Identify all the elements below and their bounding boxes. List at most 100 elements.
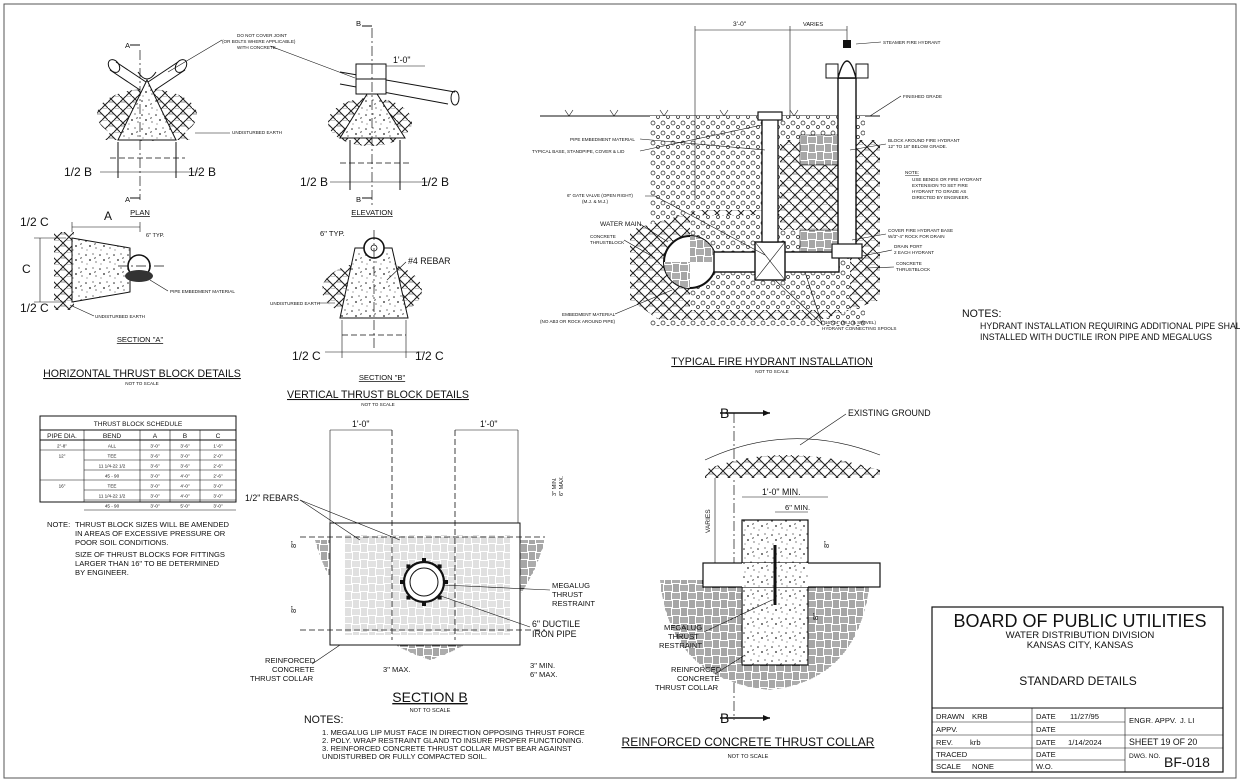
hydrant-note-label: NOTE: (905, 170, 919, 175)
hydrant-spools-1: 16"-24" (M.J. & SWIVEL) (825, 320, 876, 325)
megalug-bolt (422, 602, 426, 606)
section-b-notes: NOTES: 1. MEGALUG LIP MUST FACE IN DIREC… (304, 714, 585, 761)
section-a-dim-a: A (104, 209, 112, 223)
title-date-3: 1/14/2024 (1068, 738, 1102, 747)
schedule-cell: 3'-6" (180, 444, 190, 449)
schedule-header-cell: B (183, 433, 188, 440)
collar-b-bottom: B (720, 710, 729, 726)
schedule-cell: 4'-0" (180, 494, 190, 499)
elevation-view: B B 1'-0" 1/2 B 1/2 B ELEVATION (300, 19, 460, 217)
schedule-cell: 3'-0" (150, 444, 160, 449)
schedule-cell: TEE (108, 484, 117, 489)
plan-half-b-right: 1/2 B (188, 165, 216, 179)
fire-hydrant-view: 3'-0" VARIES STEAMER FIRE HYDRANT FINISH… (532, 21, 982, 374)
hydrant-concrete-tb2-2: THRUSTBLOCK (896, 267, 931, 272)
collar-varies: VARIES (705, 509, 712, 533)
section-a-half-c-top: 1/2 C (20, 215, 49, 229)
plan-half-b-left: 1/2 B (64, 165, 92, 179)
title-scale-label: SCALE (936, 762, 961, 771)
schedule-cell: 2'-0" (213, 454, 223, 459)
plan-section-a-top: A (125, 41, 131, 50)
section-b-notes-line-3: 3. REINFORCED CONCRETE THRUST COLLAR MUS… (322, 744, 572, 753)
schedule-cell: 5'-0" (180, 504, 190, 509)
plan-note-line-1: DO NOT COVER JOINT (237, 33, 287, 38)
schedule-cell: 3'-6" (150, 454, 160, 459)
collar-megalug-1: MEGALUG (664, 623, 702, 632)
hydrant-embed-mat-1: EMBEDMENT MATERIAL (562, 312, 616, 317)
hydrant-title: TYPICAL FIRE HYDRANT INSTALLATION (671, 356, 873, 368)
section-b-eight-2: 8" (289, 606, 298, 613)
title-drawn-value: KRB (972, 712, 988, 721)
schedule-cell: 3'-0" (213, 504, 223, 509)
thrust-collar-view: B B EXISTING GROUND VARIES 1'-0" MIN. 6"… (622, 405, 931, 760)
section-b-small-rebar: #4 REBAR (408, 256, 451, 266)
schedule-note-line-6: BY ENGINEER. (75, 568, 129, 577)
hydrant-note-3: HYDRANT TO GRADE AS (912, 189, 966, 194)
hydrant-concrete-tb-2: THRUSTBLOCK (590, 240, 625, 245)
schedule-cell: 3'-0" (150, 474, 160, 479)
schedule-cell: 45 - 90 (105, 504, 120, 509)
megalug-bolt (437, 595, 442, 600)
hydrant-note-1: USE BENDS OR FIRE HYDRANT (912, 177, 982, 182)
hydrant-block-around-1: BLOCK AROUND FIRE HYDRANT (888, 138, 960, 143)
section-a-half-c-bottom: 1/2 C (20, 301, 49, 315)
section-b-view: 1'-0" 1'-0" 1/2" REBARS 3" MIN. 6" MAX. … (245, 419, 595, 714)
schedule-cell: 3'-6" (180, 464, 190, 469)
collar-eight-2: 8" (811, 613, 820, 620)
section-b-max3: 3" MAX. (383, 665, 411, 674)
section-b-notes-label: NOTES: (304, 714, 343, 726)
hydrant-note-4: DIRECTED BY ENGINEER. (912, 195, 969, 200)
plan-note-line-2: (OR BOLTS WHERE APPLICABLE) (222, 39, 296, 44)
elevation-half-b-left: 1/2 B (300, 175, 328, 189)
schedule-note-line-5: LARGER THAN 16" TO BE DETERMINED (75, 559, 220, 568)
section-b-bottom-max: 6" MAX. (530, 670, 558, 679)
section-b-megalug-3: RESTRAINT (552, 599, 595, 608)
title-city: KANSAS CITY, KANSAS (1027, 640, 1133, 651)
hydrant-dim-1: 3'-0" (733, 21, 747, 28)
section-b-small-half-c-left: 1/2 C (292, 349, 321, 363)
hydrant-nts: NOT TO SCALE (755, 369, 788, 374)
hydrant-spools-2: HYDRANT CONNECTING SPOOLS (822, 326, 896, 331)
section-b-notes-line-4: UNDISTURBED OR FULLY COMPACTED SOIL. (322, 752, 487, 761)
collar-dim-min: 1'-0" MIN. (762, 487, 801, 497)
title-sheet-no: SHEET 19 OF 20 (1129, 737, 1197, 747)
section-b-collar-1: REINFORCED (265, 656, 316, 665)
horizontal-details-nts: NOT TO SCALE (125, 381, 158, 386)
section-b-dim-1: 1'-0" (352, 419, 370, 429)
section-b-small-view: 6" TYP. #4 REBAR UNDISTURBED EARTH 1/2 C… (270, 229, 451, 382)
elevation-title: ELEVATION (351, 208, 393, 217)
elevation-section-b-bottom: B (356, 195, 361, 204)
collar-b-top: B (720, 405, 729, 421)
title-engr-value: J. LI (1180, 716, 1194, 725)
schedule-note: NOTE: THRUST BLOCK SIZES WILL BE AMENDED… (47, 520, 230, 577)
section-a-typ: 6" TYP. (146, 233, 165, 239)
section-b-ductile-1: 6" DUCTILE (532, 619, 580, 629)
schedule-cell: 4'-0" (180, 474, 190, 479)
section-a-view: A 1/2 C C 1/2 C 6" TYP. PIPE EMBEDMENT M… (20, 209, 235, 344)
section-a-title: SECTION "A" (117, 335, 164, 344)
title-appv-label: APPV. (936, 725, 958, 734)
section-b-rebars: 1/2" REBARS (245, 493, 299, 503)
hydrant-water-main: WATER MAIN (600, 221, 642, 228)
section-b-bottom-min: 3" MIN. (530, 661, 555, 670)
section-b-collar-3: THRUST COLLAR (250, 674, 314, 683)
collar-megalug-3: RESTRAINT (659, 641, 702, 650)
schedule-cell: 2'-6" (213, 474, 223, 479)
hydrant-concrete-tb-1: CONCRETE (590, 234, 616, 239)
title-block: BOARD OF PUBLIC UTILITIES WATER DISTRIBU… (931, 606, 1224, 773)
plan-view: A A 1/2 B 1/2 B PLAN DO NOT COVER JOINT … (64, 33, 356, 217)
schedule-cell: 2"-8" (57, 444, 67, 449)
title-drawn-label: DRAWN (936, 712, 964, 721)
vertical-details-title: VERTICAL THRUST BLOCK DETAILS (287, 389, 469, 401)
elevation-section-b-top: B (356, 19, 361, 28)
schedule-cell: 3'-0" (150, 504, 160, 509)
collar-nts: NOT TO SCALE (728, 754, 769, 760)
schedule-cell: 16" (59, 484, 66, 489)
section-b-eight-1: 8" (289, 541, 298, 548)
collar-existing-ground: EXISTING GROUND (848, 408, 931, 418)
title-traced-label: TRACED (936, 750, 968, 759)
title-dwg-value: BF-018 (1164, 754, 1210, 770)
section-b-min: 3" MIN. (552, 477, 558, 496)
section-b-notes-line-1: 1. MEGALUG LIP MUST FACE IN DIRECTION OP… (322, 728, 585, 737)
plan-note-line-3: WITH CONCRETE. (237, 45, 277, 50)
